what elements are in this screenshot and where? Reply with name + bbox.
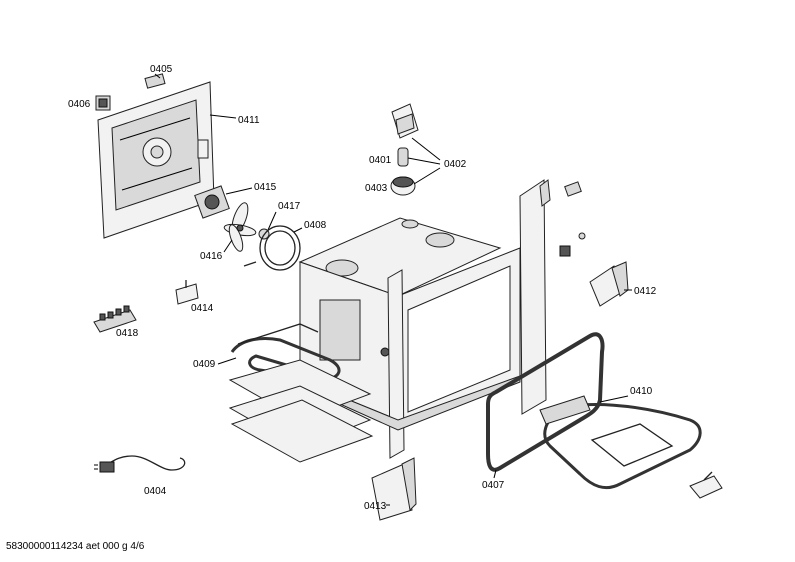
bracket-0413 (371, 457, 417, 521)
clip-part (689, 471, 723, 499)
label-0418: 0418 (116, 328, 139, 339)
label-0412: 0412 (634, 286, 657, 297)
label-0410: 0410 (630, 386, 653, 397)
label-0417: 0417 (278, 201, 301, 212)
oven-lamp-0402 (390, 103, 441, 196)
label-0406: 0406 (68, 99, 91, 110)
ring-heater-0408 (243, 225, 303, 271)
label-0409: 0409 (193, 359, 216, 370)
power-cable-0404 (94, 455, 186, 473)
label-0407: 0407 (482, 480, 505, 491)
baking-tray (228, 359, 374, 463)
rear-panel-0411 (97, 81, 237, 239)
part-0405 (144, 73, 166, 89)
label-0414: 0414 (191, 303, 214, 314)
label-0404: 0404 (144, 486, 167, 497)
grill-element-0409 (217, 323, 341, 382)
bracket-0414 (175, 280, 199, 305)
label-0411: 0411 (238, 115, 260, 126)
label-0416: 0416 (200, 251, 223, 262)
terminal-block-0418 (93, 305, 137, 333)
knob-fixing (559, 181, 586, 257)
bottom-heater-0410 (539, 395, 702, 490)
label-0408: 0408 (304, 220, 327, 231)
nut-0417 (258, 211, 277, 240)
door-seal-0407 (486, 332, 605, 479)
fan-motor-0415 (194, 185, 253, 219)
label-0402: 0402 (444, 159, 467, 170)
label-0413: 0413 (364, 501, 387, 512)
fan-blade-0416 (223, 202, 257, 253)
label-0405: 0405 (150, 64, 173, 75)
label-0401: 0401 (369, 155, 392, 166)
document-code: 58300000114234 aet 000 g 4/6 (6, 541, 145, 552)
label-0415: 0415 (254, 182, 277, 193)
bracket-0412 (589, 261, 632, 307)
label-0403: 0403 (365, 183, 388, 194)
part-labels: 0405 0406 0411 0415 0417 0408 0416 0414 … (68, 64, 657, 512)
part-0406 (95, 95, 111, 111)
